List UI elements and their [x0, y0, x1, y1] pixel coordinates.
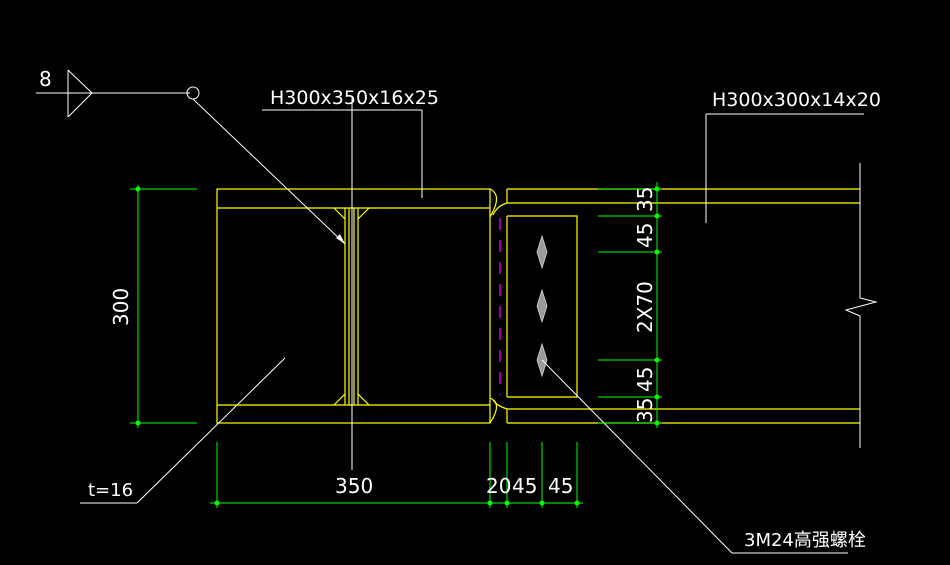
dim-35-bot-label: 35	[633, 398, 657, 423]
plate-thickness-label: t=16	[88, 480, 133, 501]
dim-45a-label: 45	[512, 474, 537, 498]
bolt-1	[536, 234, 548, 270]
dim-45b-label: 45	[548, 474, 573, 498]
dim-35-top-label: 35	[633, 187, 657, 212]
beam-section-label: H300x300x14x20	[712, 89, 881, 111]
height-dim-label: 300	[109, 288, 133, 326]
dim-2x70-label: 2X70	[633, 281, 657, 333]
dimensions	[130, 182, 662, 508]
column-section-label: H300x350x16x25	[270, 87, 439, 109]
weld-size-label: 8	[39, 67, 52, 91]
bolt-2	[536, 288, 548, 324]
beam-outline	[489, 188, 860, 424]
dim-45-top-label: 45	[633, 223, 657, 248]
bolts-label: 3M24高强螺栓	[744, 530, 866, 551]
dim-350-label: 350	[335, 474, 373, 498]
leaders	[36, 69, 864, 554]
dim-20-label: 20	[486, 474, 511, 498]
dim-45-bot-label: 45	[633, 367, 657, 392]
arrow-head	[336, 234, 345, 244]
break-line	[844, 163, 878, 448]
bolt-group	[536, 234, 548, 378]
dimension-ticks	[135, 186, 660, 506]
column-outline	[216, 188, 491, 424]
